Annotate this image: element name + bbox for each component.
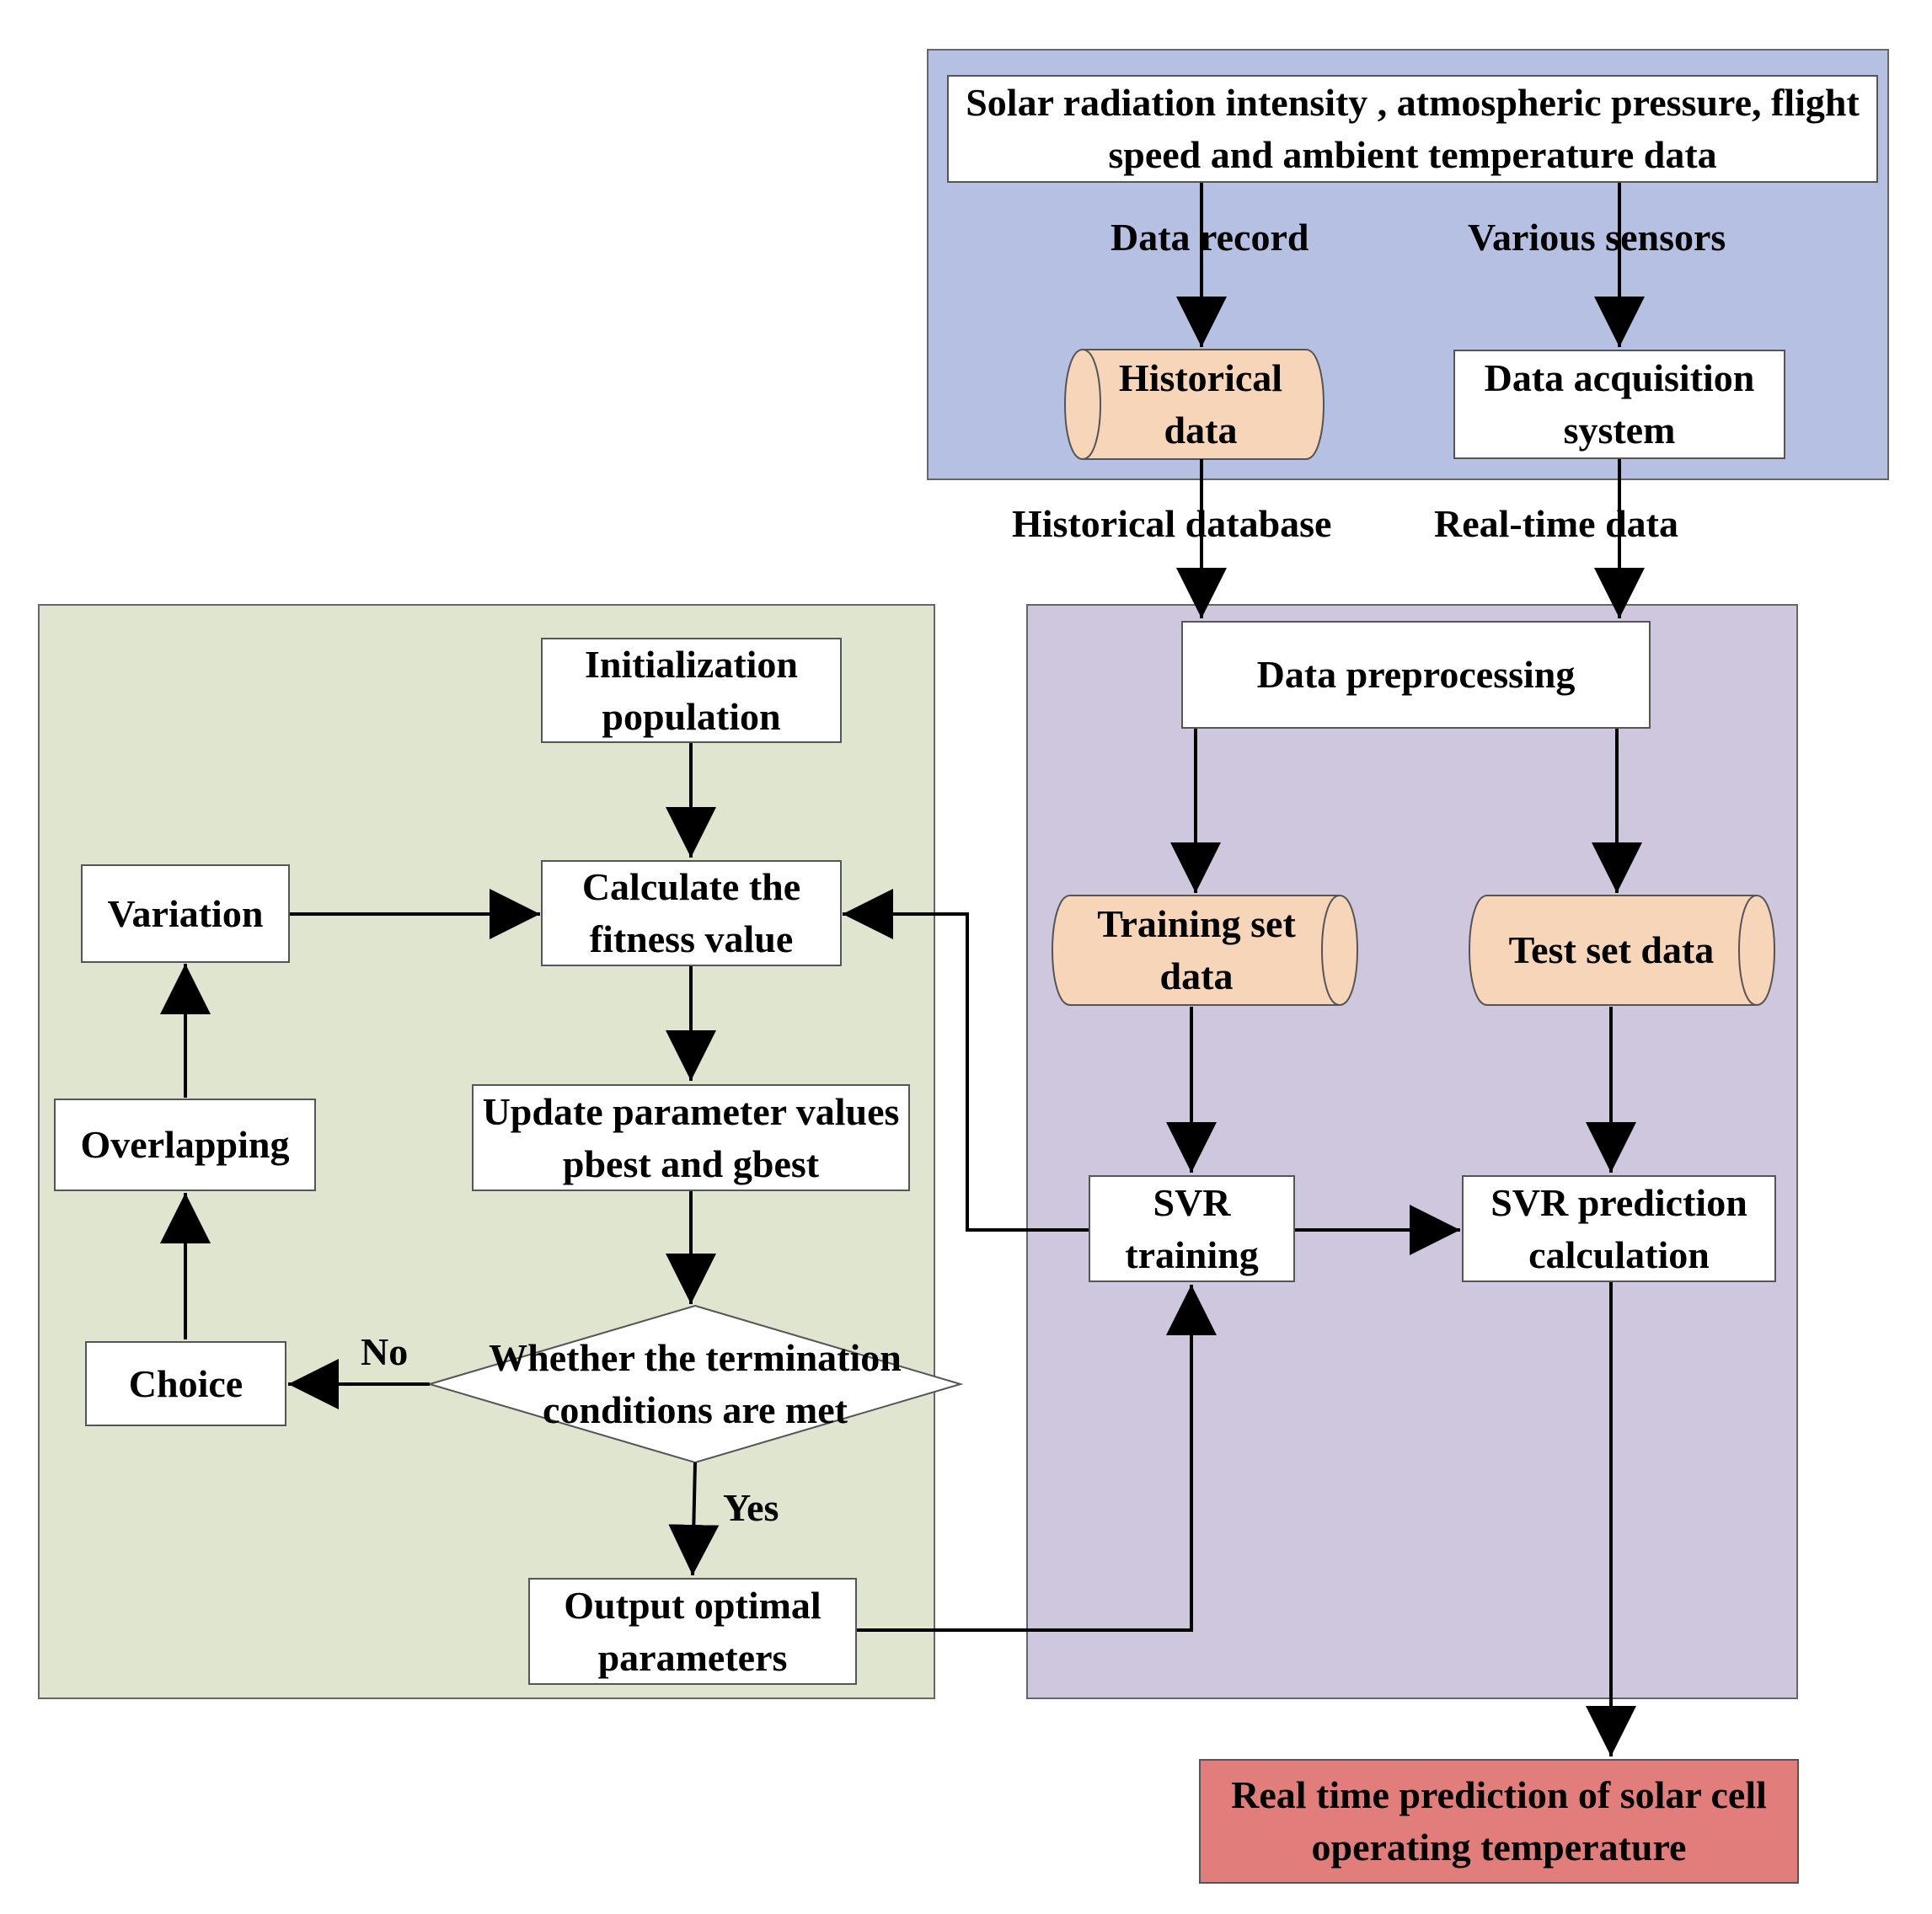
training-set-cylinder [1052, 895, 1358, 1006]
svr-training-text: SVR training [1125, 1180, 1259, 1276]
data-preprocessing-box: Data preprocessing [1181, 621, 1651, 729]
data-preprocessing-text: Data preprocessing [1256, 653, 1576, 696]
label-real-time-data: Real-time data [1434, 502, 1678, 545]
update-parameters-box: Update parameter values pbest and gbest [472, 1084, 910, 1191]
label-historical-database: Historical database [1012, 502, 1332, 545]
training-set-data-text: Training set data [1097, 902, 1296, 997]
real-time-prediction-box: Real time prediction of solar cell opera… [1199, 1759, 1799, 1884]
initialization-population-text: Initialization population [584, 642, 799, 738]
calculate-fitness-box: Calculate the fitness value [541, 860, 842, 966]
svr-training-box: SVR training [1089, 1175, 1295, 1282]
real-time-prediction-text: Real time prediction of solar cell opera… [1231, 1773, 1767, 1869]
initialization-population-box: Initialization population [541, 638, 842, 743]
label-no: No [361, 1330, 409, 1373]
prediction-region [1026, 604, 1798, 1699]
sensor-inputs-box: Solar radiation intensity , atmospheric … [947, 75, 1878, 183]
update-parameters-text: Update parameter values pbest and gbest [482, 1089, 900, 1185]
calculate-fitness-text: Calculate the fitness value [581, 865, 801, 960]
variation-box: Variation [81, 864, 290, 963]
choice-text: Choice [128, 1361, 244, 1405]
arrow-training-to-fitness [843, 889, 1089, 1232]
output-parameters-box: Output optimal parameters [528, 1578, 857, 1685]
overlapping-box: Overlapping [54, 1099, 316, 1191]
test-set-data-text: Test set data [1508, 928, 1715, 971]
arrow-output-to-svr-training [856, 1285, 1217, 1632]
choice-box: Choice [85, 1341, 286, 1426]
label-data-record: Data record [1110, 216, 1309, 259]
historical-data-text: Historical data [1118, 356, 1283, 452]
test-set-cylinder [1469, 895, 1775, 1006]
termination-check-text: Whether the termination conditions are m… [489, 1336, 902, 1431]
data-acquisition-system-box: Data acquisition system [1453, 350, 1785, 459]
svr-prediction-box: SVR prediction calculation [1462, 1175, 1776, 1282]
sensor-inputs-text: Solar radiation intensity , atmospheric … [966, 81, 1860, 176]
label-yes: Yes [723, 1486, 779, 1529]
label-various-sensors: Various sensors [1468, 216, 1726, 259]
svr-prediction-text: SVR prediction calculation [1490, 1180, 1747, 1276]
arrow-decision-yes [668, 1462, 720, 1576]
output-parameters-text: Output optimal parameters [564, 1583, 822, 1679]
historical-data-cylinder [1064, 349, 1325, 460]
data-acquisition-system-text: Data acquisition system [1484, 356, 1755, 452]
overlapping-text: Overlapping [80, 1123, 290, 1166]
variation-text: Variation [107, 891, 264, 935]
